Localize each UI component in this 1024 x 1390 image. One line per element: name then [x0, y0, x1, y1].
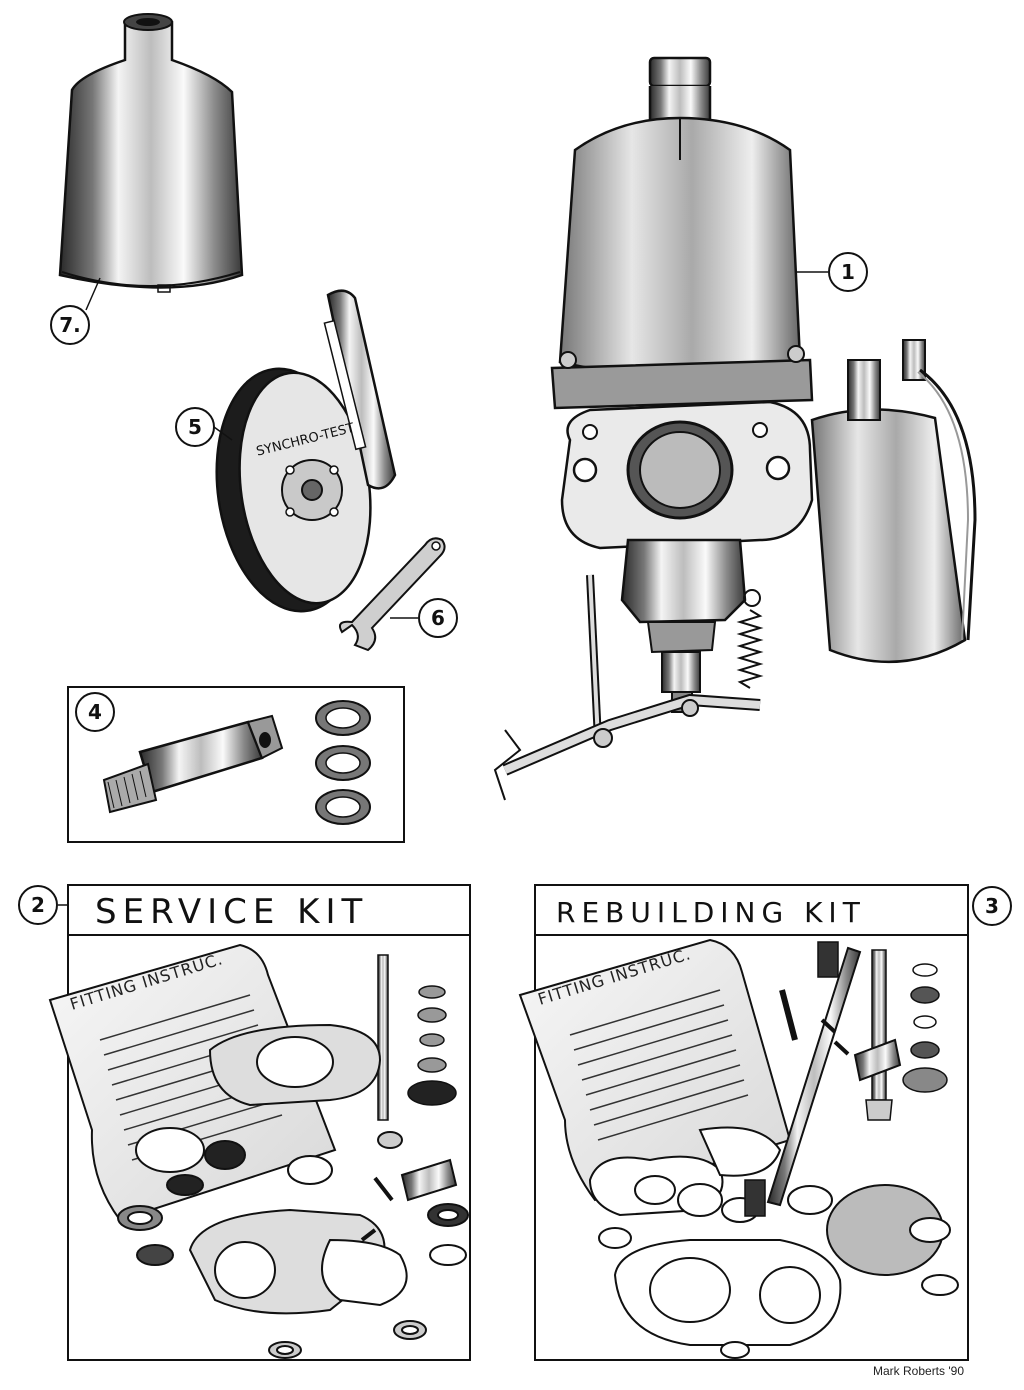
- artist-signature: Mark Roberts '90: [873, 1364, 964, 1378]
- rebuilding-kit-panel: REBUILDING KIT FITTING INSTRUC.: [518, 884, 969, 1361]
- adaptor-kit-frame: [67, 686, 405, 843]
- callout-1-label: 1: [841, 260, 855, 284]
- dashpot-cover-illustration: [58, 13, 244, 293]
- callout-7: 7.: [50, 277, 101, 345]
- callout-6-label: 6: [431, 606, 445, 630]
- callout-2-label: 2: [31, 893, 45, 917]
- synchro-test-gauge-illustration: SYNCHRO-TEST: [215, 289, 397, 613]
- callout-2: 2: [18, 885, 68, 925]
- callout-3-label: 3: [985, 894, 999, 918]
- callout-7-label: 7.: [59, 313, 81, 337]
- callout-5-label: 5: [188, 415, 202, 439]
- service-kit-panel: SERVICE KIT FITTING INSTRUC.: [48, 884, 471, 1361]
- callout-3: 3: [972, 886, 1012, 926]
- callout-1: 1: [795, 252, 868, 292]
- rebuilding-kit-text-lines: [569, 989, 749, 1141]
- callout-4: 4: [75, 692, 115, 732]
- rebuilding-kit-title: REBUILDING KIT: [556, 896, 866, 929]
- adaptor-illustration: [102, 714, 284, 814]
- callout-5: 5: [175, 407, 233, 447]
- callout-4-label: 4: [88, 700, 102, 724]
- service-kit-title: SERVICE KIT: [95, 892, 368, 932]
- spanner-illustration: [339, 537, 446, 652]
- callout-6: 6: [390, 598, 458, 638]
- carburettor-illustration: [493, 56, 977, 801]
